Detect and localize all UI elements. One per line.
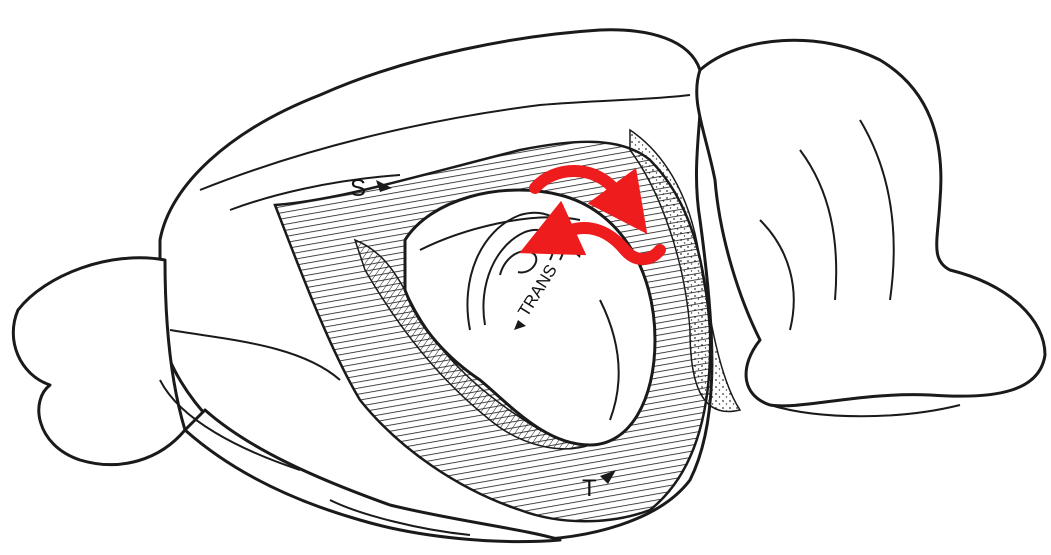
- label-t: T: [582, 475, 597, 502]
- label-s: S: [350, 175, 366, 202]
